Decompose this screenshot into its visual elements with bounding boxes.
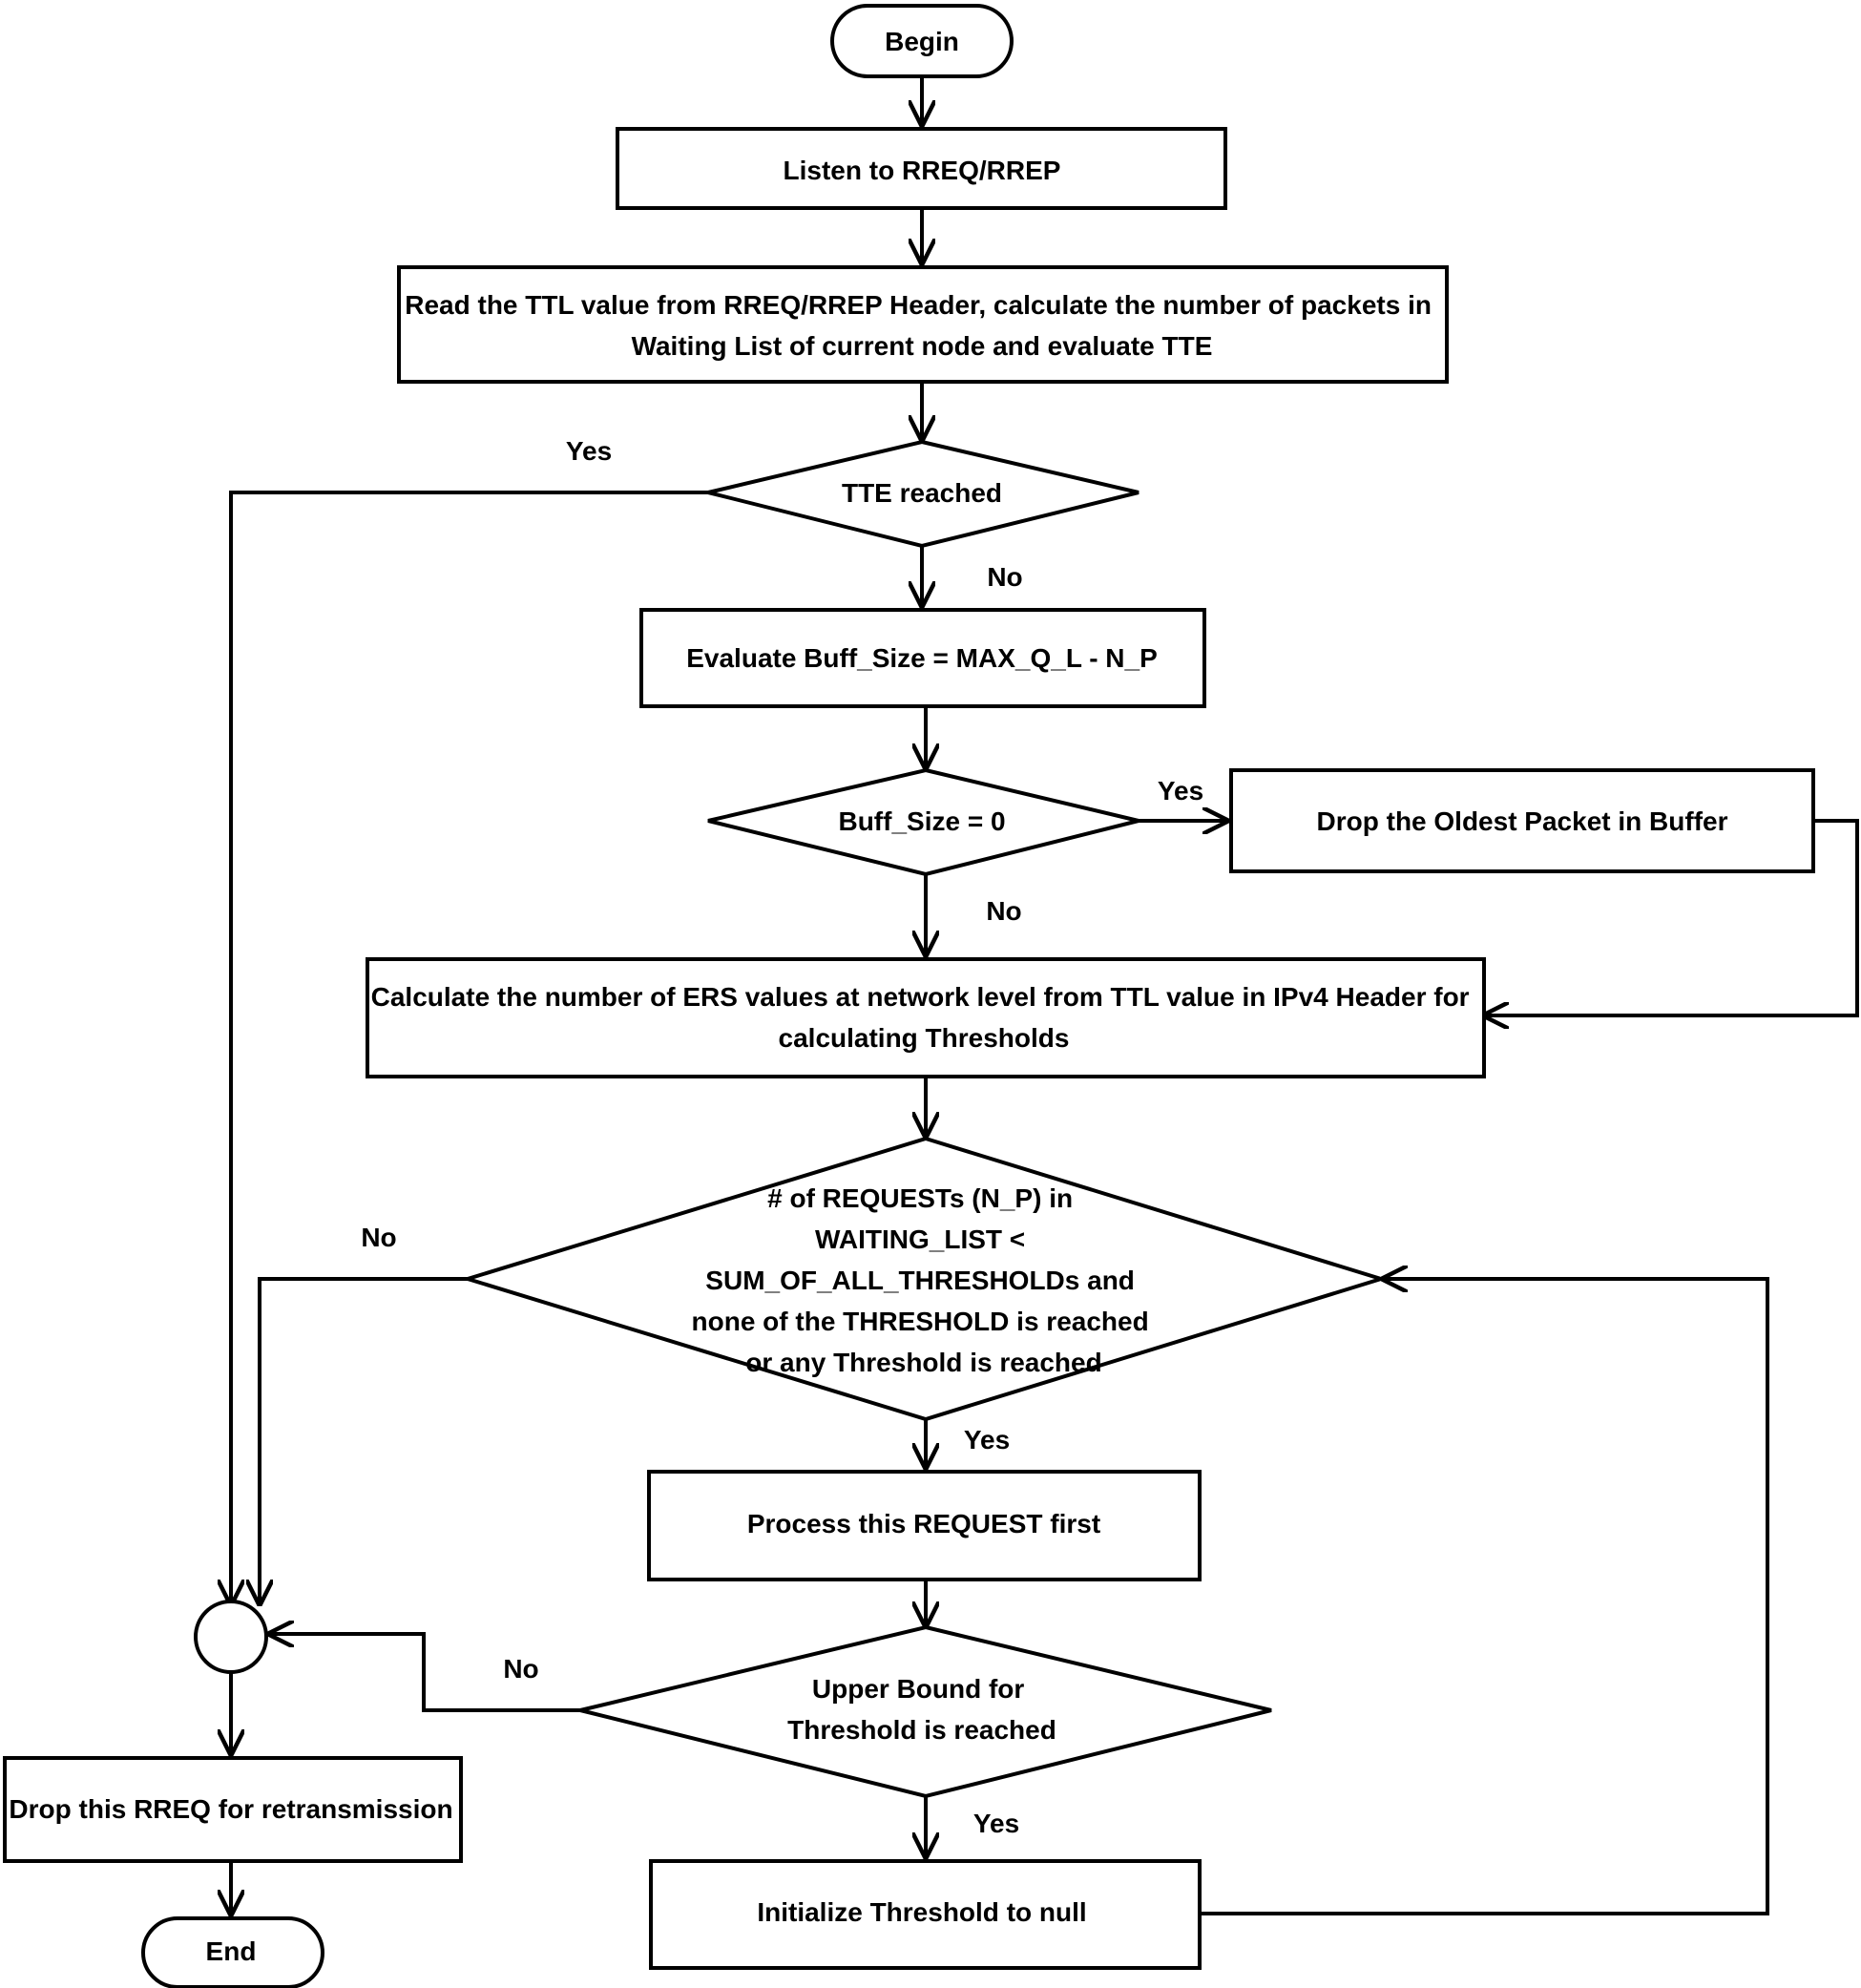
tte-reached-label: TTE reached [842, 478, 1002, 508]
upper-bound-label: Upper Bound for Threshold is reached [787, 1674, 1056, 1745]
evaluate-buff-label: Evaluate Buff_Size = MAX_Q_L - N_P [686, 643, 1158, 673]
drop-rreq-process [3, 1756, 463, 1863]
edge-drop-oldest-calc [1485, 819, 1859, 1015]
requests-decision [461, 1136, 1388, 1422]
tte-yes-label: Yes [566, 436, 612, 466]
process-request-process [647, 1470, 1202, 1581]
requests-no-label: No [361, 1223, 396, 1252]
requests-yes-label: Yes [964, 1425, 1010, 1454]
upper-no-label: No [503, 1654, 538, 1684]
merge-junction [194, 1600, 268, 1674]
end-terminal [141, 1916, 324, 1988]
edge-upper-no [270, 1634, 580, 1712]
begin-label: Begin [885, 27, 959, 56]
edge-tte-yes [231, 491, 708, 1603]
buff-zero-decision [707, 767, 1140, 877]
drop-oldest-label: Drop the Oldest Packet in Buffer [1317, 806, 1728, 836]
drop-oldest-process [1229, 768, 1815, 873]
drop-rreq-label: Drop this RREQ for retransmission [9, 1794, 452, 1824]
init-threshold-process [649, 1859, 1202, 1970]
buff-zero-label: Buff_Size = 0 [838, 806, 1005, 836]
buff-yes-label: Yes [1158, 776, 1203, 806]
upper-bound-decision [579, 1624, 1272, 1799]
init-threshold-label: Initialize Threshold to null [757, 1897, 1086, 1927]
calc-ers-process [366, 957, 1486, 1078]
edge-requests-no [260, 1277, 468, 1603]
listen-process [616, 127, 1227, 210]
read-ttl-label: Read the TTL value from RREQ/RREP Header… [405, 290, 1438, 361]
evaluate-buff-process [639, 608, 1206, 708]
requests-label: # of REQUESTs (N_P) in WAITING_LIST < SU… [692, 1183, 1157, 1377]
end-label: End [206, 1936, 257, 1966]
read-ttl-process [397, 265, 1449, 384]
edge-init-requests [1200, 1279, 1769, 1915]
buff-no-label: No [986, 896, 1021, 926]
process-request-label: Process this REQUEST first [747, 1509, 1100, 1538]
listen-label: Listen to RREQ/RREP [784, 156, 1061, 185]
upper-yes-label: Yes [973, 1809, 1019, 1838]
calc-ers-label: Calculate the number of ERS values at ne… [371, 982, 1477, 1053]
begin-terminal [830, 4, 1014, 78]
tte-no-label: No [987, 562, 1022, 592]
tte-reached-decision [707, 439, 1140, 549]
